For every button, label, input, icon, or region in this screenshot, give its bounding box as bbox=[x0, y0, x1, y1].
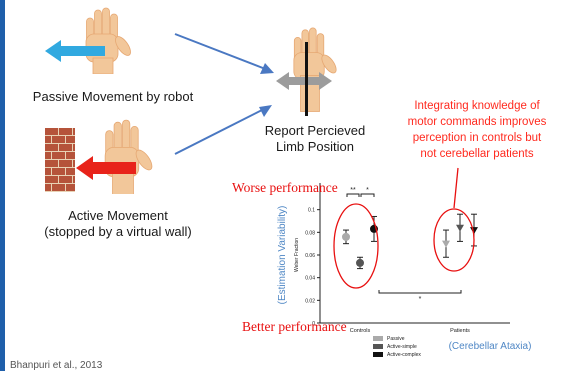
red-left-arrow-icon bbox=[76, 156, 136, 180]
y-tick-label: 0.02 bbox=[305, 298, 315, 304]
brick bbox=[59, 128, 72, 135]
brick bbox=[59, 160, 72, 167]
brick bbox=[45, 184, 51, 191]
better-performance-label: Better performance bbox=[242, 319, 347, 334]
legend-label: Active-complex bbox=[387, 352, 421, 358]
passive-caption: Passive Movement by robot bbox=[32, 89, 194, 104]
brick bbox=[66, 136, 75, 143]
brick bbox=[66, 168, 75, 175]
brick bbox=[73, 128, 75, 135]
brick bbox=[73, 176, 75, 183]
y-tick-label: 0.06 bbox=[305, 253, 315, 259]
y-axis-label: Weber Fraction bbox=[294, 238, 300, 272]
legend-swatch bbox=[373, 352, 383, 357]
active-hand-icon bbox=[104, 119, 153, 194]
brick bbox=[73, 160, 75, 167]
slide-edge-bar bbox=[0, 0, 5, 371]
brick-wall-icon bbox=[45, 128, 75, 192]
grey-double-arrow-icon bbox=[276, 72, 332, 90]
active-caption-2: (stopped by a virtual wall) bbox=[44, 224, 192, 239]
report-caption-1: Report Percieved bbox=[264, 123, 366, 138]
worse-performance-label: Worse performance bbox=[232, 180, 338, 195]
significance-label: ** bbox=[350, 187, 356, 194]
wrist bbox=[92, 57, 114, 74]
red-note-4: not cerebellar patients bbox=[420, 148, 534, 160]
brick bbox=[73, 144, 75, 151]
significance-label: * bbox=[366, 187, 369, 194]
brick bbox=[45, 160, 58, 167]
brick bbox=[45, 168, 51, 175]
legend-swatch bbox=[373, 336, 383, 341]
citation: Bhanpuri et al., 2013 bbox=[10, 360, 103, 371]
blue-left-arrow-icon bbox=[45, 40, 105, 62]
red-note-1: Integrating knowledge of bbox=[414, 100, 540, 112]
legend-label: Passive bbox=[387, 336, 405, 342]
brick bbox=[45, 152, 51, 159]
active-caption-1: Active Movement bbox=[68, 208, 168, 223]
data-point bbox=[442, 240, 450, 248]
brick bbox=[52, 152, 65, 159]
legend-swatch bbox=[373, 344, 383, 349]
data-point bbox=[342, 232, 350, 241]
flow-arrows bbox=[174, 33, 274, 155]
thumb bbox=[321, 54, 337, 74]
patients-highlight-ellipse bbox=[433, 208, 475, 272]
data-point bbox=[456, 224, 464, 232]
category-label: Controls bbox=[350, 328, 371, 334]
data-point bbox=[356, 258, 364, 267]
brick bbox=[59, 176, 72, 183]
brick bbox=[66, 184, 75, 191]
y-tick-label: 0.08 bbox=[305, 230, 315, 236]
brick bbox=[59, 144, 72, 151]
brick bbox=[45, 128, 58, 135]
limb-position-line bbox=[305, 42, 308, 116]
y-axis-outer-label: (Estimation Variability) bbox=[277, 206, 288, 305]
significance-bracket bbox=[360, 193, 375, 197]
controls-highlight-ellipse bbox=[333, 203, 379, 289]
data-point bbox=[470, 227, 478, 235]
thumb bbox=[135, 149, 153, 171]
red-note-3: perception in controls but bbox=[412, 132, 542, 144]
brick bbox=[52, 136, 65, 143]
brick bbox=[66, 152, 75, 159]
significance-bracket bbox=[378, 290, 462, 294]
note-leader-line bbox=[453, 167, 459, 209]
y-tick-label: 0.04 bbox=[305, 276, 315, 282]
thumb bbox=[115, 36, 131, 56]
legend-label: Active-simple bbox=[387, 344, 417, 350]
red-note-2: motor commands improves bbox=[407, 116, 547, 128]
y-tick-label: 0 bbox=[312, 321, 315, 327]
significance-bracket bbox=[346, 193, 360, 197]
category-label: Patients bbox=[450, 328, 470, 334]
brick bbox=[45, 176, 58, 183]
passive-hand-icon bbox=[85, 7, 131, 74]
brick bbox=[45, 136, 51, 143]
report-caption-2: Limb Position bbox=[275, 139, 355, 154]
brick bbox=[52, 168, 65, 175]
brick bbox=[45, 144, 58, 151]
y-tick-label: 0.1 bbox=[308, 208, 315, 214]
significance-label: * bbox=[419, 296, 422, 303]
group-outer-label: (Cerebellar Ataxia) bbox=[449, 341, 532, 352]
brick bbox=[52, 184, 65, 191]
